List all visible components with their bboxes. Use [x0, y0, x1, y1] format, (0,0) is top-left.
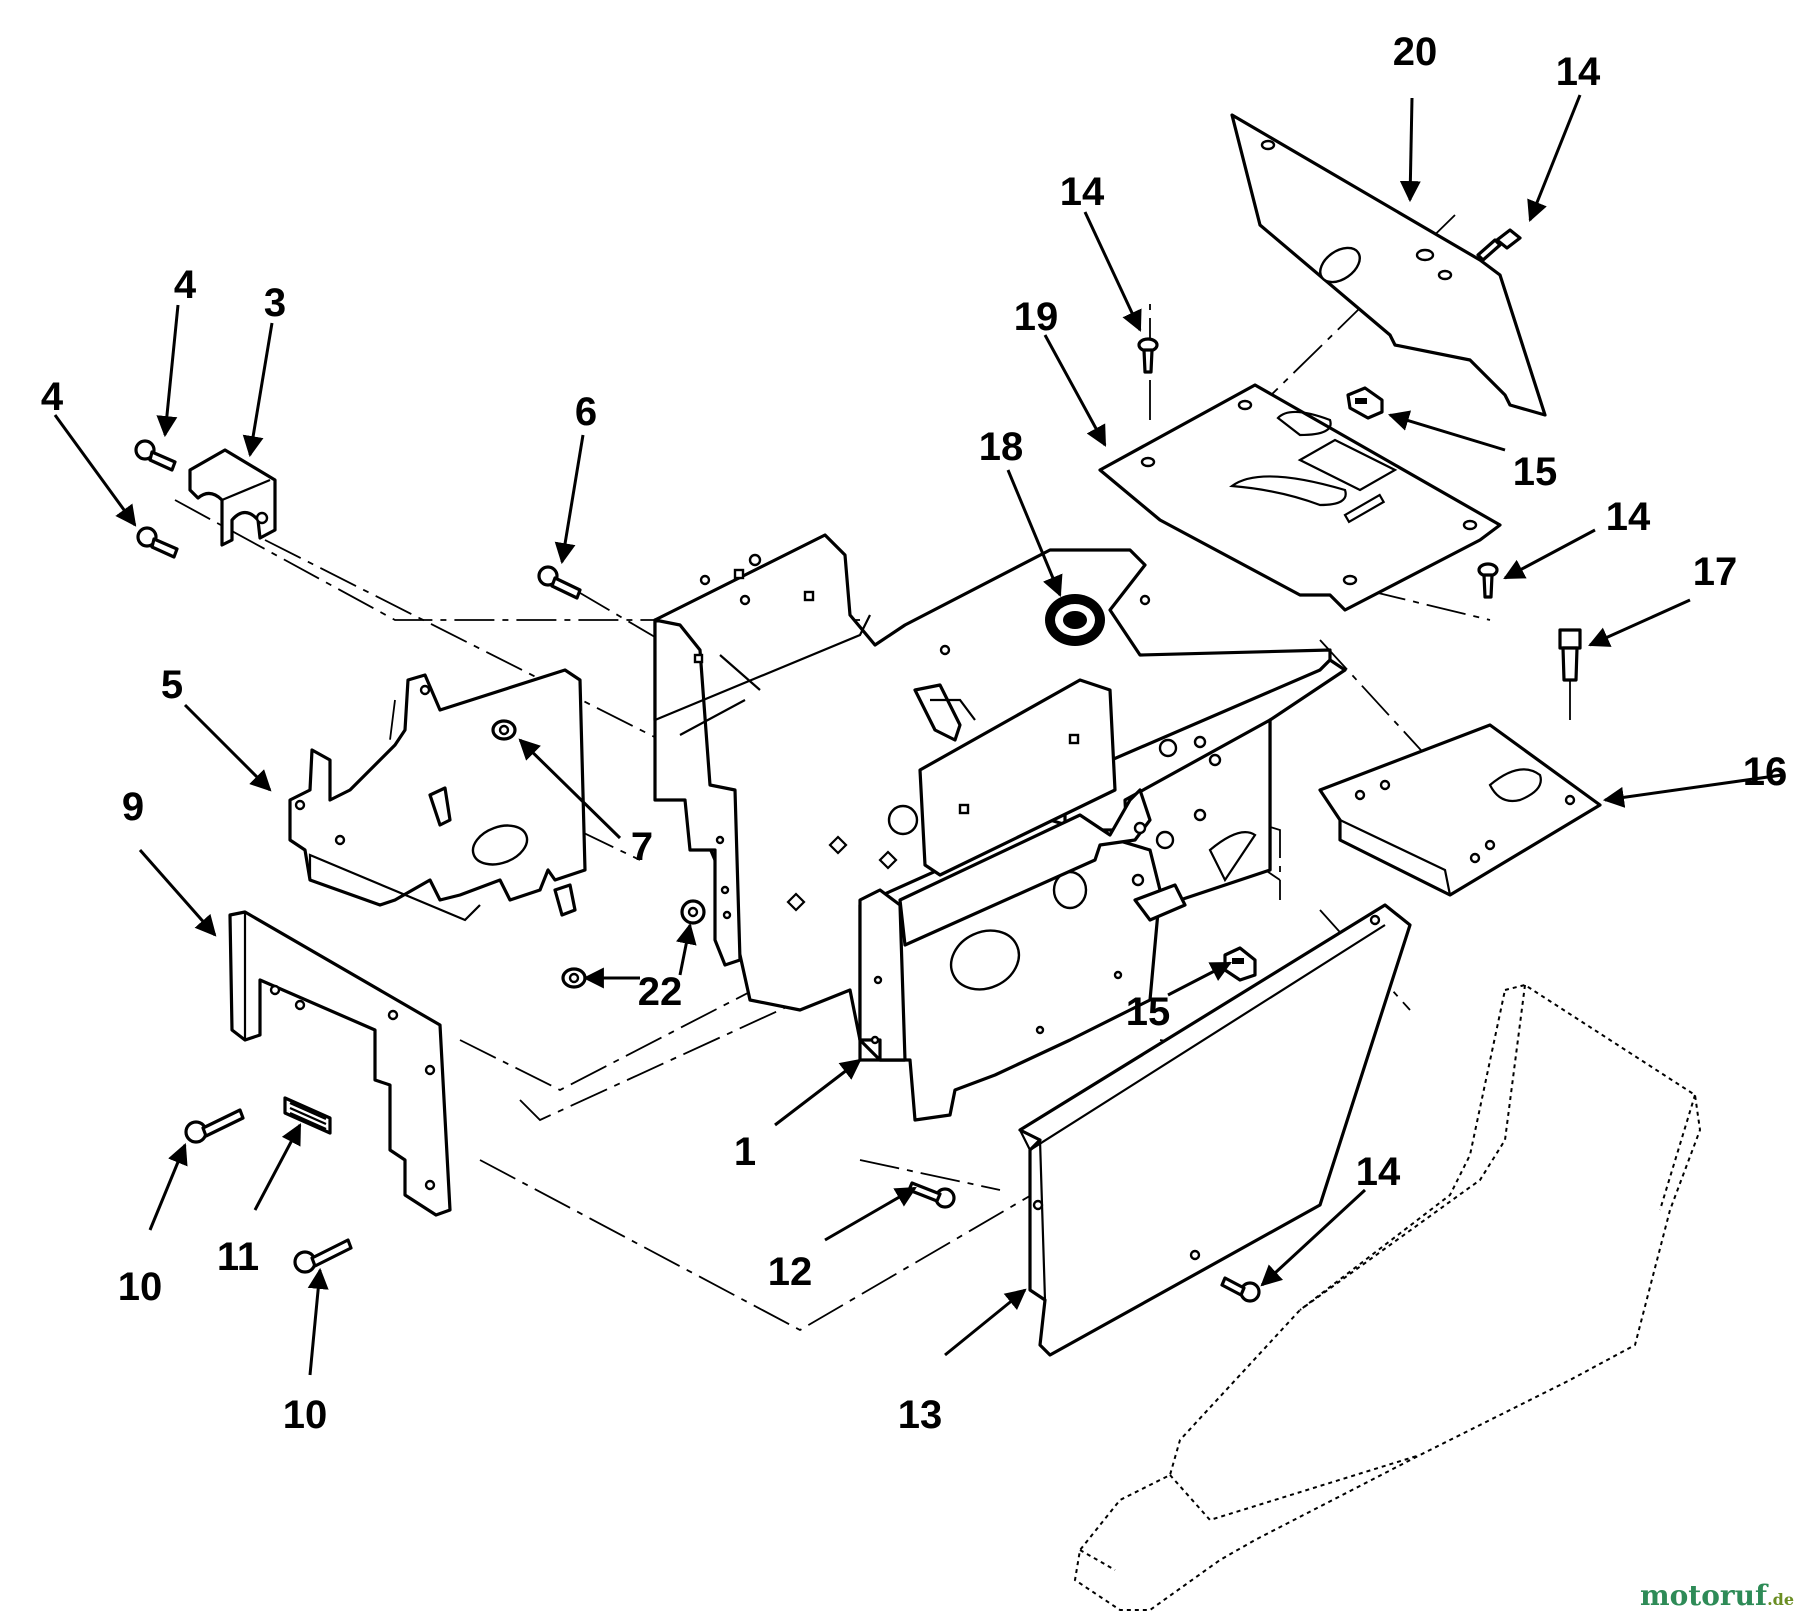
part-20-cover-plate — [1230, 113, 1547, 417]
callout-14-top: 14 — [1556, 50, 1601, 94]
screw-14-mid — [1137, 337, 1159, 374]
callout-17: 17 — [1693, 550, 1738, 594]
leader-arrows — [53, 94, 1783, 1376]
callout-13: 13 — [898, 1393, 943, 1437]
callout-14-mid: 14 — [1060, 170, 1105, 214]
callout-14-lower: 14 — [1356, 1150, 1401, 1194]
part-9-front-plate — [228, 910, 452, 1217]
phantom-seat — [1073, 983, 1702, 1611]
part-3-bracket — [188, 448, 277, 547]
screw-6 — [537, 565, 582, 600]
callout-18: 18 — [979, 425, 1024, 469]
callout-4-upper: 4 — [174, 263, 197, 307]
watermark-text: motoruf.de — [1640, 1579, 1794, 1612]
callout-15-upper: 15 — [1513, 450, 1558, 494]
part-18-grommet — [1045, 594, 1105, 646]
callout-1: 1 — [734, 1130, 756, 1174]
callout-5: 5 — [161, 663, 183, 707]
callout-labels: 20 14 14 19 15 14 17 16 18 6 4 3 4 5 9 7… — [41, 30, 1787, 1437]
part-11-roll-pin — [283, 1096, 332, 1135]
bolt-12 — [907, 1181, 956, 1209]
callout-10-upper: 10 — [118, 1265, 163, 1309]
screw-4-upper — [134, 439, 177, 472]
bolt-10-lower — [293, 1238, 353, 1274]
callout-12: 12 — [768, 1250, 813, 1294]
bolt-10-upper — [184, 1108, 245, 1144]
part-19-upper-plate — [1098, 383, 1502, 612]
screw-14-top — [1476, 228, 1522, 262]
screw-14-right — [1477, 562, 1499, 599]
callout-15-lower: 15 — [1126, 990, 1171, 1034]
callout-14-right: 14 — [1606, 495, 1651, 539]
screw-14-lower — [1220, 1276, 1261, 1303]
callout-4-lower: 4 — [41, 375, 64, 419]
callout-7: 7 — [631, 825, 653, 869]
callout-20: 20 — [1393, 30, 1438, 74]
callout-9: 9 — [122, 785, 144, 829]
part-5-frame-bracket — [288, 668, 587, 922]
callout-10-lower: 10 — [283, 1393, 328, 1437]
bolt-17 — [1558, 628, 1582, 682]
callout-11: 11 — [217, 1235, 259, 1279]
watermark-logo: motoruf.de — [1640, 1579, 1794, 1612]
callout-16: 16 — [1743, 750, 1788, 794]
callout-3: 3 — [264, 281, 286, 325]
part-15-clip-upper — [1346, 386, 1384, 420]
callout-22: 22 — [638, 970, 683, 1014]
part-1-main-frame — [653, 533, 1347, 1122]
callout-6: 6 — [575, 390, 597, 434]
callout-19: 19 — [1014, 295, 1059, 339]
screw-4-lower — [136, 526, 179, 559]
part-16-right-plate — [1318, 723, 1602, 897]
part-13-side-panel — [1018, 903, 1412, 1357]
